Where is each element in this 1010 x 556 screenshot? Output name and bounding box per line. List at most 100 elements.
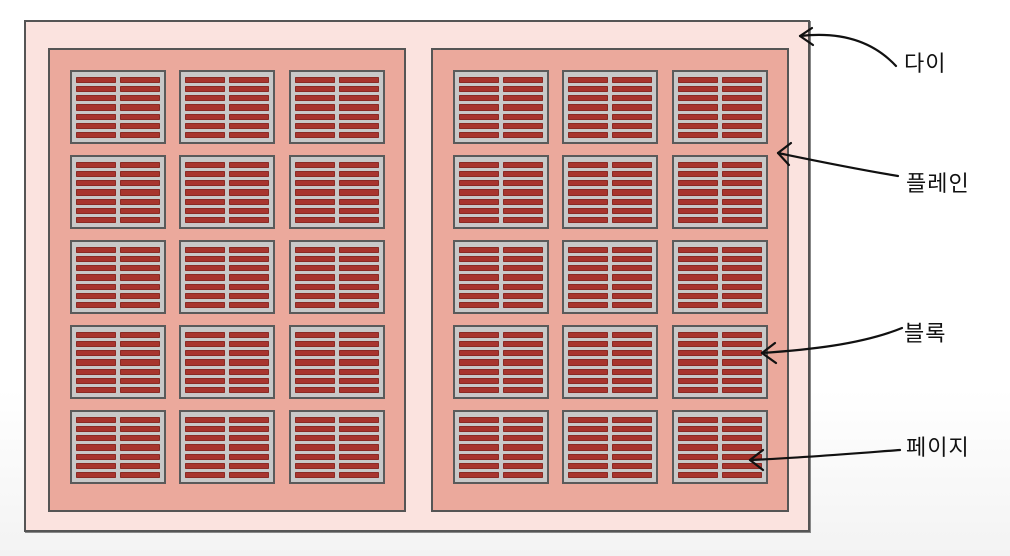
page bbox=[185, 301, 225, 308]
page bbox=[568, 332, 608, 339]
page-column bbox=[185, 247, 225, 308]
page bbox=[459, 386, 499, 393]
page-column bbox=[229, 332, 269, 393]
page bbox=[120, 265, 160, 272]
page bbox=[339, 292, 379, 299]
page bbox=[503, 462, 543, 469]
page bbox=[568, 162, 608, 169]
page bbox=[678, 180, 718, 187]
page bbox=[503, 216, 543, 223]
page bbox=[295, 162, 335, 169]
page bbox=[459, 444, 499, 451]
block bbox=[453, 70, 549, 144]
page bbox=[339, 274, 379, 281]
page bbox=[76, 162, 116, 169]
block bbox=[70, 410, 166, 484]
page bbox=[678, 265, 718, 272]
page bbox=[459, 292, 499, 299]
page bbox=[339, 377, 379, 384]
page bbox=[76, 453, 116, 460]
block bbox=[562, 70, 658, 144]
page bbox=[722, 77, 762, 84]
page bbox=[612, 189, 652, 196]
page bbox=[503, 162, 543, 169]
block bbox=[453, 410, 549, 484]
page bbox=[568, 426, 608, 433]
page bbox=[678, 171, 718, 178]
page-column bbox=[722, 417, 762, 478]
page bbox=[612, 301, 652, 308]
page-column bbox=[459, 162, 499, 223]
page bbox=[568, 386, 608, 393]
page bbox=[295, 386, 335, 393]
page bbox=[185, 283, 225, 290]
page bbox=[568, 417, 608, 424]
block bbox=[453, 240, 549, 314]
page bbox=[678, 207, 718, 214]
page-column bbox=[76, 162, 116, 223]
page bbox=[459, 332, 499, 339]
page-column bbox=[568, 247, 608, 308]
page bbox=[185, 180, 225, 187]
page bbox=[185, 77, 225, 84]
page bbox=[568, 198, 608, 205]
page bbox=[120, 95, 160, 102]
page bbox=[120, 301, 160, 308]
page bbox=[678, 426, 718, 433]
page bbox=[612, 104, 652, 111]
page bbox=[612, 77, 652, 84]
page bbox=[229, 453, 269, 460]
page bbox=[185, 113, 225, 120]
page-column bbox=[459, 247, 499, 308]
page bbox=[120, 216, 160, 223]
page bbox=[295, 207, 335, 214]
page bbox=[185, 435, 225, 442]
page bbox=[76, 444, 116, 451]
page bbox=[229, 265, 269, 272]
page bbox=[503, 377, 543, 384]
page-column bbox=[339, 247, 379, 308]
page bbox=[295, 332, 335, 339]
page bbox=[678, 198, 718, 205]
page bbox=[185, 207, 225, 214]
page bbox=[120, 77, 160, 84]
page bbox=[722, 350, 762, 357]
page bbox=[295, 171, 335, 178]
page-column bbox=[120, 162, 160, 223]
page bbox=[459, 207, 499, 214]
page bbox=[120, 462, 160, 469]
page bbox=[503, 359, 543, 366]
page bbox=[568, 435, 608, 442]
page bbox=[120, 122, 160, 129]
page bbox=[678, 377, 718, 384]
page bbox=[120, 444, 160, 451]
page bbox=[295, 301, 335, 308]
page bbox=[76, 274, 116, 281]
page bbox=[229, 462, 269, 469]
page bbox=[722, 368, 762, 375]
page bbox=[185, 198, 225, 205]
page bbox=[459, 95, 499, 102]
page bbox=[339, 435, 379, 442]
page bbox=[185, 350, 225, 357]
page bbox=[612, 292, 652, 299]
page bbox=[678, 131, 718, 138]
page-column bbox=[503, 332, 543, 393]
page bbox=[76, 386, 116, 393]
page bbox=[76, 471, 116, 478]
page bbox=[185, 359, 225, 366]
page-column bbox=[295, 162, 335, 223]
page-column bbox=[722, 247, 762, 308]
page bbox=[503, 122, 543, 129]
page-column bbox=[678, 162, 718, 223]
page bbox=[229, 377, 269, 384]
page bbox=[612, 435, 652, 442]
page-column bbox=[568, 332, 608, 393]
page bbox=[722, 283, 762, 290]
page bbox=[76, 86, 116, 93]
page-column bbox=[722, 332, 762, 393]
page bbox=[678, 292, 718, 299]
page bbox=[185, 341, 225, 348]
page bbox=[120, 283, 160, 290]
page bbox=[678, 359, 718, 366]
